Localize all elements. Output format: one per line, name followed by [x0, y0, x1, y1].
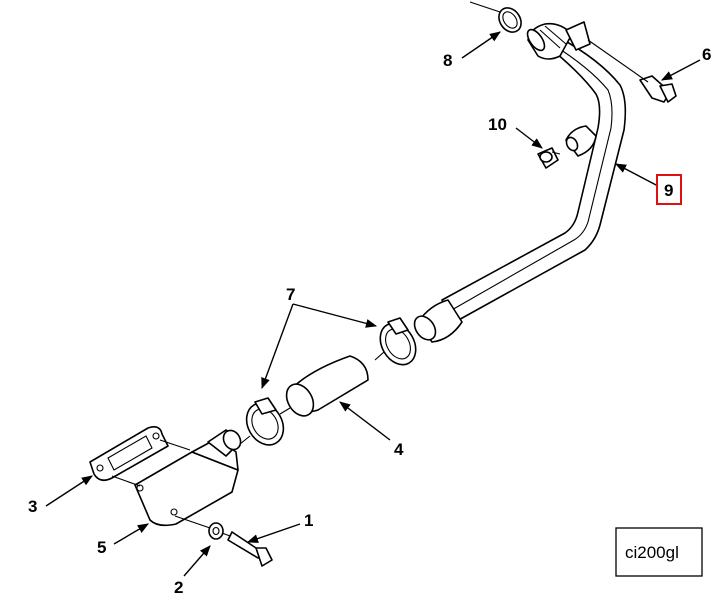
- callout-10: 10: [488, 115, 507, 134]
- pipe-part-9: [413, 21, 627, 343]
- callout-3: 3: [28, 497, 37, 516]
- gasket-part-3: [89, 426, 169, 482]
- figure-id: ci200gl: [625, 543, 679, 562]
- callout-9-highlight-box: [656, 174, 682, 205]
- callout-7: 7: [286, 285, 295, 304]
- callout-5: 5: [97, 538, 106, 557]
- fitting-part-10: [537, 147, 559, 169]
- alignment-lines: [111, 1, 649, 537]
- o-ring-part-8: [498, 7, 522, 33]
- bolt-part-1: [227, 531, 273, 567]
- callout-9: 9: [664, 181, 673, 200]
- leader-lines: [45, 31, 701, 577]
- elbow-housing-part-5: [134, 429, 242, 527]
- clamp-upper-part-7: [379, 317, 417, 366]
- clamp-lower-part-7: [245, 397, 285, 446]
- callout-4: 4: [394, 440, 404, 459]
- callout-8: 8: [443, 51, 452, 70]
- callout-1: 1: [304, 511, 313, 530]
- bolt-part-6: [639, 75, 677, 103]
- hose-part-4: [285, 355, 369, 417]
- callout-6: 6: [702, 45, 711, 64]
- figure-id-box: [615, 527, 703, 577]
- callout-2: 2: [174, 578, 183, 597]
- washer-part-2: [208, 522, 224, 540]
